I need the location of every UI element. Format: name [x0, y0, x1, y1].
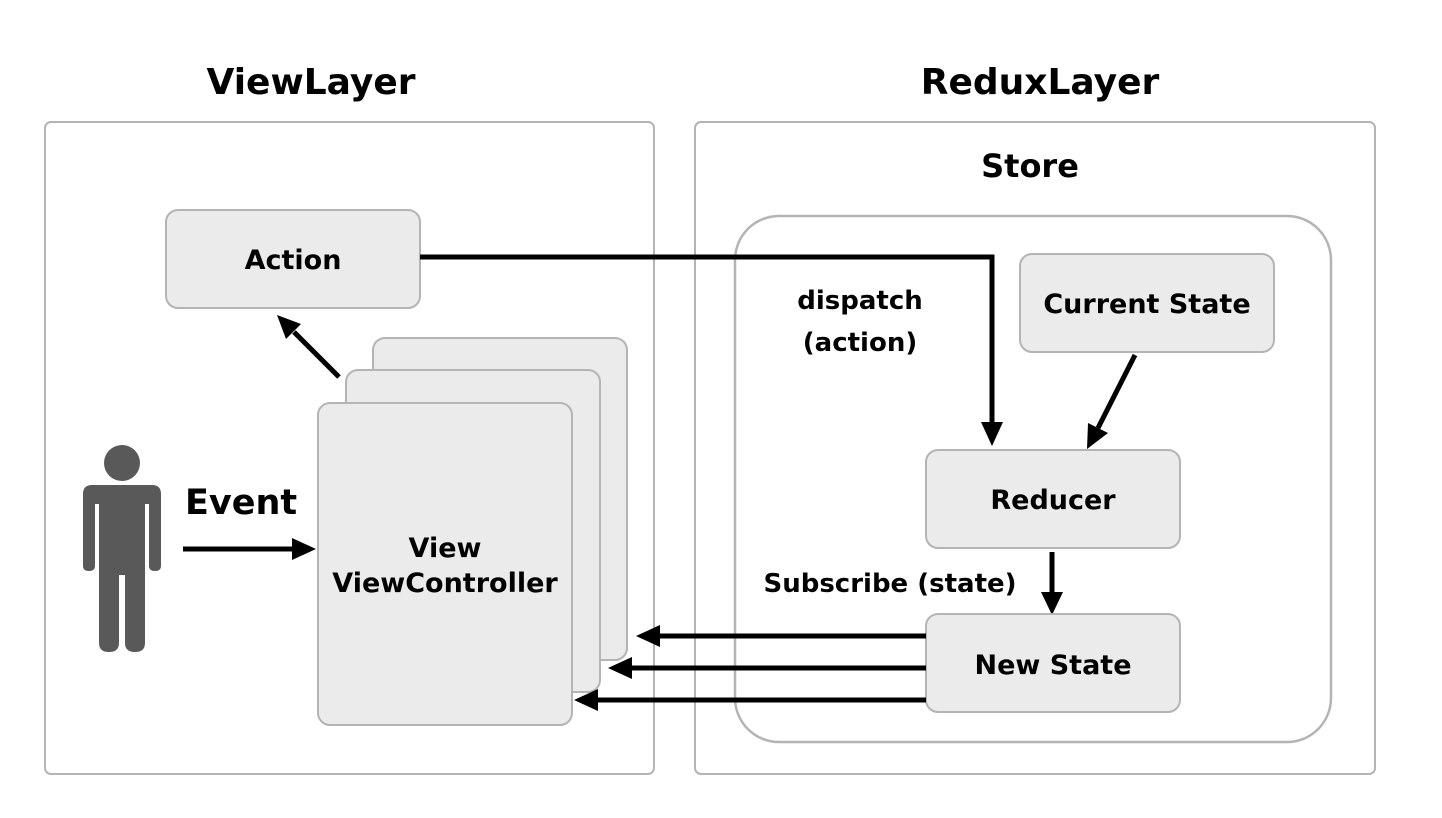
viewcontroller-label: ViewController [332, 568, 558, 599]
current-state-label: Current State [1043, 289, 1250, 320]
dispatch-label: dispatch [797, 286, 923, 316]
current-state-to-reducer-arrow-head [1087, 423, 1108, 449]
view-card-front: View ViewController [317, 402, 573, 726]
event-arrow-head [292, 538, 316, 560]
dispatch-arrow-line [420, 254, 995, 422]
current-state-node: Current State [1019, 253, 1275, 353]
person-icon [83, 445, 161, 652]
new-state-node: New State [925, 613, 1181, 713]
action-label: Action [245, 245, 342, 276]
view-layer-title: ViewLayer [206, 62, 415, 103]
action-node: Action [165, 209, 421, 309]
new-state-label: New State [974, 650, 1131, 681]
view-label: View [409, 533, 482, 564]
reducer-box [925, 449, 1181, 549]
current-state-box [1019, 253, 1275, 353]
dispatch-action-label: (action) [803, 328, 917, 358]
reducer-node: Reducer [925, 449, 1181, 549]
subscribe-label: Subscribe (state) [763, 569, 1016, 599]
redux-layer-title: ReduxLayer [921, 62, 1160, 103]
view-card-front-box [317, 402, 573, 726]
new-state-box [925, 613, 1181, 713]
reducer-to-new-state-arrow-head [1041, 592, 1063, 615]
reducer-label: Reducer [990, 485, 1116, 516]
subscribe-arrow-back-head [636, 625, 660, 647]
dispatch-arrow-head [981, 422, 1003, 446]
view-to-action-arrow-line [292, 330, 341, 379]
subscribe-arrow-front-head [574, 689, 598, 711]
event-label: Event [185, 483, 297, 523]
store-title: Store [981, 147, 1079, 185]
view-to-action-arrow-head [277, 315, 301, 339]
subscribe-arrow-middle-head [608, 657, 632, 679]
current-state-to-reducer-arrow-line [1095, 353, 1138, 430]
